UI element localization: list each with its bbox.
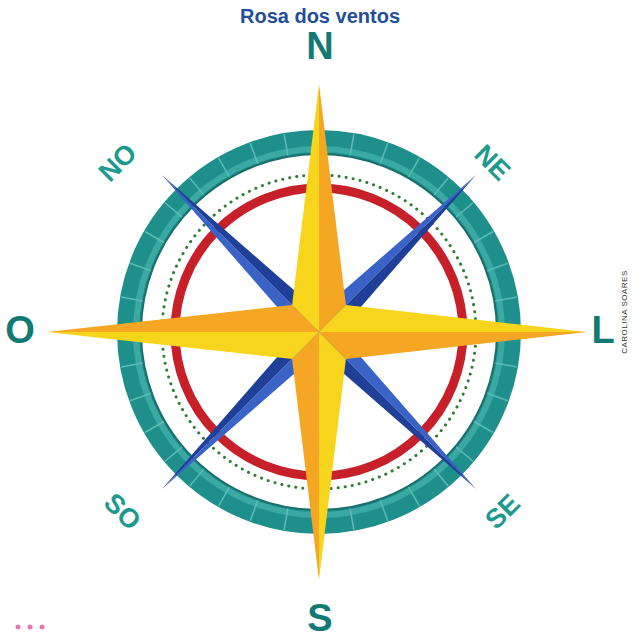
ring-tick <box>165 203 182 217</box>
ring-tick <box>434 469 448 486</box>
ring-tick <box>190 469 204 486</box>
diagram-title: Rosa dos ventos <box>240 6 400 26</box>
ring-tick <box>456 203 473 217</box>
ring-tick <box>487 263 508 271</box>
intercardinal-label: NE <box>469 140 515 186</box>
cardinal-label: N <box>306 27 333 65</box>
cardinal-point <box>319 332 587 359</box>
cardinal-point <box>47 332 319 359</box>
compass-star <box>47 84 587 580</box>
ring-tick <box>495 363 517 367</box>
ring-tick <box>165 447 182 461</box>
cardinal-point <box>292 332 319 580</box>
ring-tick <box>219 487 230 506</box>
intercardinal-label: SO <box>99 489 146 536</box>
ring-tick <box>487 393 508 401</box>
ring-tick <box>409 158 420 177</box>
image-credit: CAROLINA SOARES <box>621 270 629 354</box>
intercardinal-label: SE <box>481 490 526 535</box>
ring-tick <box>145 422 164 433</box>
decor-dot <box>28 625 33 630</box>
cardinal-point <box>319 332 346 580</box>
ring-tick <box>350 508 354 530</box>
cardinal-point <box>319 84 346 332</box>
ring-tick <box>456 447 473 461</box>
ring-tick <box>121 363 143 367</box>
ring-tick <box>130 393 151 401</box>
ring-tick <box>474 232 493 243</box>
ring-tick <box>250 500 258 521</box>
decor-dot <box>40 625 45 630</box>
cardinal-label: S <box>307 599 332 637</box>
cardinal-point <box>319 305 587 332</box>
ring-tick <box>121 297 143 301</box>
cardinal-label: L <box>591 311 614 349</box>
ring-tick <box>130 263 151 271</box>
ring-tick <box>284 508 288 530</box>
ring-tick <box>284 134 288 156</box>
ring-tick <box>380 143 388 164</box>
cardinal-label: O <box>5 311 35 349</box>
intercardinal-label: NO <box>94 139 142 187</box>
ring-tick <box>495 297 517 301</box>
ring-tick <box>250 143 258 164</box>
ring-tick <box>145 232 164 243</box>
cardinal-point <box>47 305 319 332</box>
ring-tick <box>219 158 230 177</box>
ring-tick <box>190 178 204 195</box>
decor-dot <box>16 625 21 630</box>
ring-tick <box>434 178 448 195</box>
ring-tick <box>380 500 388 521</box>
ring-tick <box>350 134 354 156</box>
ring-tick <box>409 487 420 506</box>
ring-tick <box>474 422 493 433</box>
cardinal-point <box>292 84 319 332</box>
